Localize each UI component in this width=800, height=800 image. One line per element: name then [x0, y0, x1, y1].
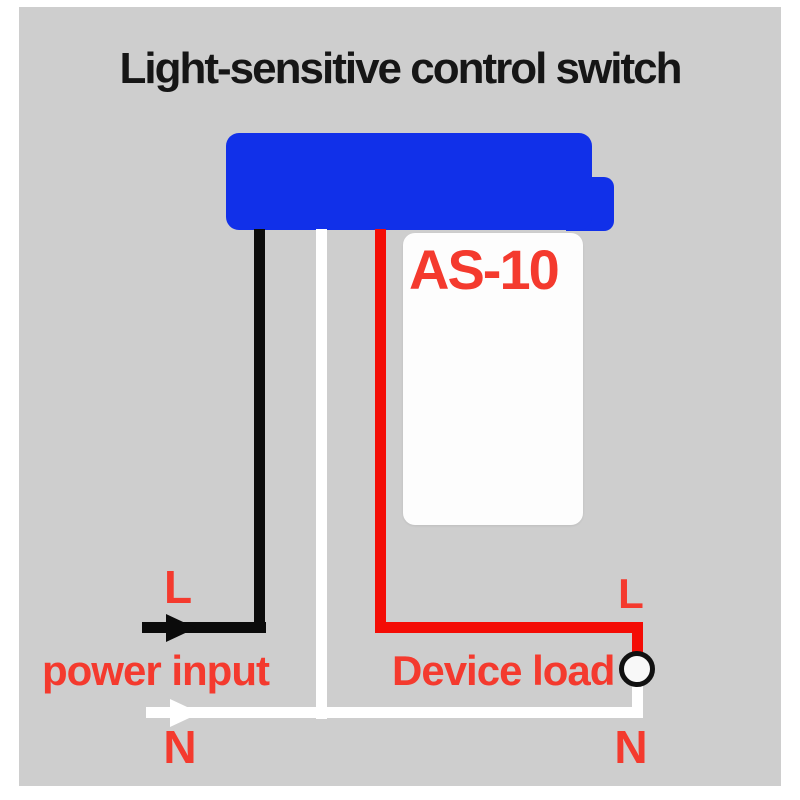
device-load-caption: Device load — [392, 647, 615, 694]
neutral-wire-horizontal — [146, 707, 643, 718]
input-neutral-label: N — [163, 721, 197, 773]
neutral-wire-vertical — [316, 229, 327, 719]
switch-device-body — [226, 133, 592, 230]
load-neutral-wire-drop — [632, 686, 643, 718]
live-output-wire-horizontal — [375, 622, 643, 633]
diagram-title: Light-sensitive control switch — [119, 44, 683, 93]
live-output-wire-vertical — [375, 229, 386, 633]
load-terminal-circle-icon — [619, 651, 655, 687]
power-input-caption: power input — [42, 647, 270, 694]
live-output-wire-drop — [632, 622, 643, 655]
live-input-arrow-right-icon — [166, 614, 196, 642]
neutral-arrow-right-icon — [170, 699, 200, 727]
load-line-label: L — [618, 570, 644, 617]
live-input-wire-vertical — [254, 229, 265, 633]
model-number: AS-10 — [409, 238, 560, 301]
model-label-card: AS-10 — [403, 233, 583, 525]
load-neutral-label: N — [614, 721, 648, 773]
live-input-wire-horizontal — [142, 622, 266, 633]
input-line-label: L — [163, 561, 193, 613]
